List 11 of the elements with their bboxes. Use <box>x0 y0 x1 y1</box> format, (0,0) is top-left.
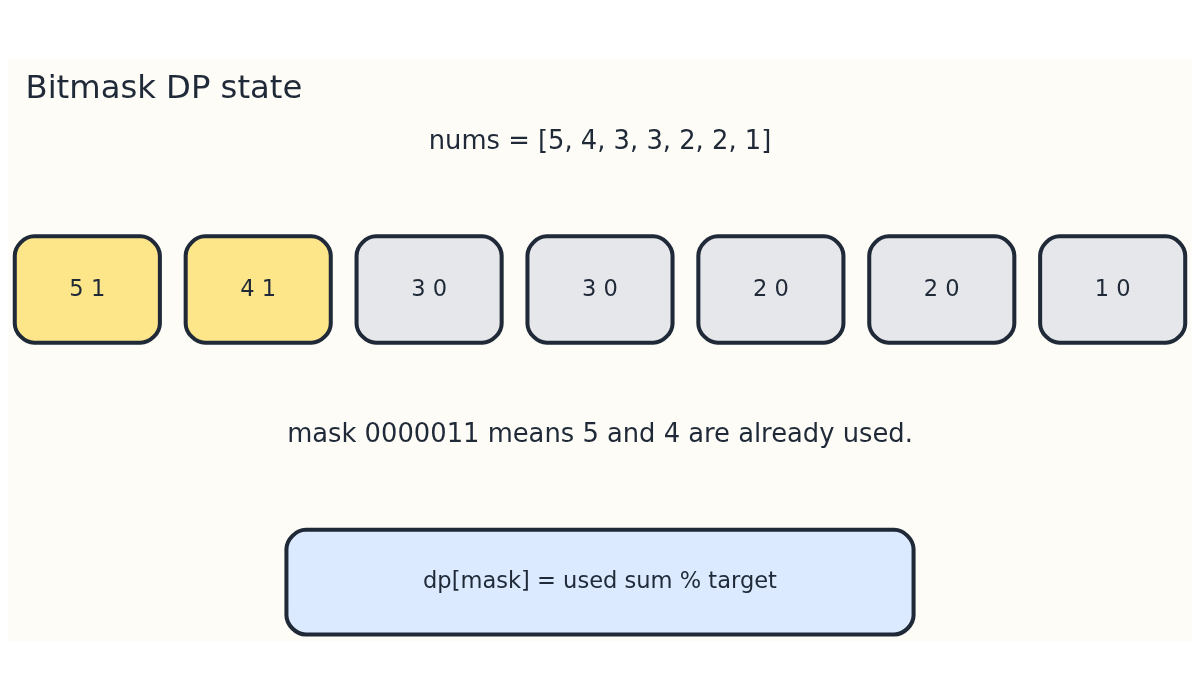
node-box: 3 0 <box>525 234 675 345</box>
node-box: 5 1 <box>12 234 162 345</box>
node-box: 4 1 <box>183 234 333 345</box>
diagram-title: Bitmask DP state <box>25 67 303 106</box>
node-box: 2 0 <box>867 234 1017 345</box>
label: nums = [5, 4, 3, 3, 2, 2, 1] <box>428 124 772 155</box>
node-box: 1 0 <box>1038 234 1188 345</box>
node-box: 3 0 <box>354 234 504 345</box>
node-box: dp[mask] = used sum % target <box>284 527 916 637</box>
node-box: 2 0 <box>696 234 846 345</box>
label: mask 0000011 means 5 and 4 are already used. <box>287 418 913 449</box>
